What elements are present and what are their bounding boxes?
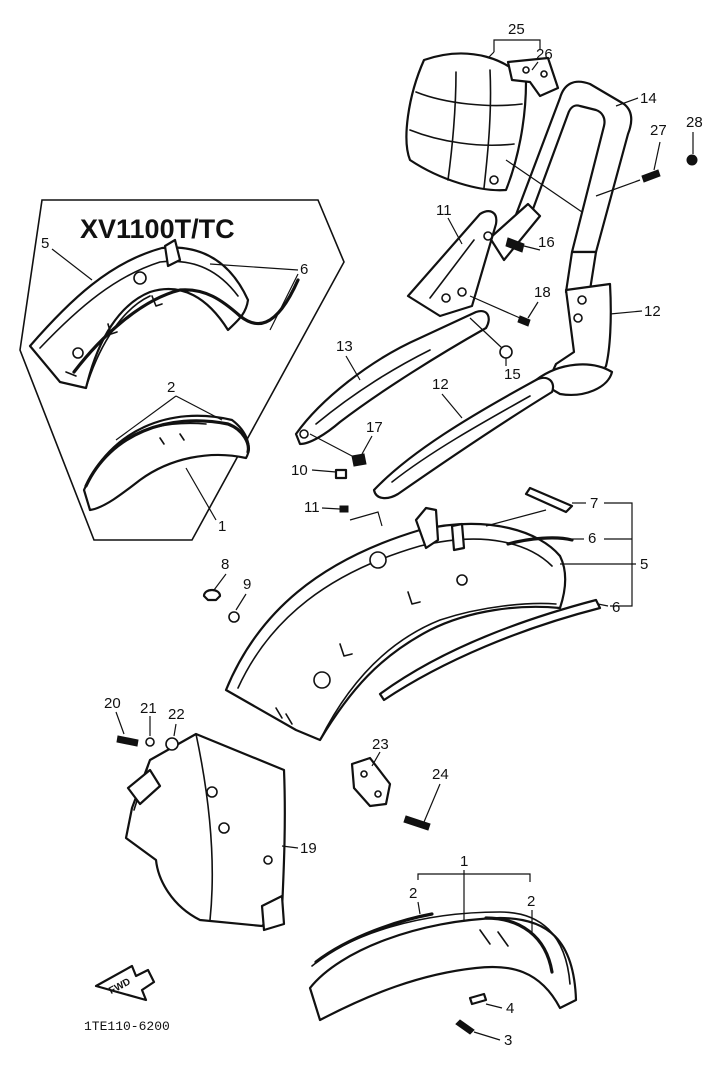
washer-23 [145,737,155,747]
callout-11: 11 [304,499,320,516]
hardware-bolts [334,154,698,480]
callout-14: 12 [432,376,449,393]
bolt-26 [403,815,431,831]
bracket-25 [350,756,392,808]
callout-9: 9 [243,576,251,593]
callout-7: 7 [590,495,598,512]
callout-19: 17 [366,419,383,436]
fender-stripe-upper [506,536,574,546]
inset-border [19,199,345,541]
callout-2-right: 2 [527,893,535,910]
callout-27: 25 [508,21,525,38]
fender-stripe-lower [378,598,602,702]
callout-6-lower: 6 [612,599,620,616]
callout-23: 21 [140,700,157,717]
callout-5: 5 [640,556,648,573]
callout-15: 13 [336,338,353,355]
inset-panel: XV1100T/TC 5 6 2 [19,199,345,541]
inset-callout-1: 1 [218,518,226,535]
fender-emblem [524,486,574,514]
nut-4 [468,992,488,1006]
callout-2-left: 2 [409,885,417,902]
callout-20: 18 [534,284,551,301]
screw-11 [339,505,349,513]
callout-16: 14 [640,90,657,107]
callout-13: 11 [436,202,452,219]
callout-28: 26 [536,46,553,63]
nut-9 [228,611,240,623]
sissy-bar-frame [488,80,633,294]
inset-flap [82,414,250,512]
inset-callout-2: 2 [167,379,175,396]
inset-fender [28,238,250,390]
backrest-bracket [506,56,560,98]
callout-29: 27 [650,122,667,139]
callout-6-upper: 6 [588,530,596,547]
inner-guard [124,732,286,932]
callouts: 25 26 14 27 28 11 16 18 12 13 15 [104,21,703,1049]
side-strut-14 [372,376,555,500]
backrest-pad [405,52,528,192]
inset-stripe [72,278,300,374]
forward-arrow-icon: FWD [94,964,156,1002]
callout-21: 19 [300,840,317,857]
callout-24: 22 [168,706,185,723]
drawing-code: 1TE110-6200 [84,1019,170,1034]
inset-callout-5: 5 [41,235,49,252]
callout-1: 1 [460,853,468,870]
callout-22: 20 [104,695,121,712]
nut-24 [165,737,179,751]
side-strut-15 [294,310,490,446]
callout-10: 10 [291,462,308,479]
callout-17: 15 [504,366,521,383]
side-bracket-13 [406,210,498,318]
callout-25: 23 [372,736,389,753]
callout-18: 16 [538,234,555,251]
bolt-8 [202,588,222,602]
screw-3 [455,1019,475,1035]
rear-fender [224,506,567,742]
mud-flap [308,911,578,1022]
callout-12: 12 [644,303,661,320]
callout-8: 8 [221,556,229,573]
inset-title: XV1100T/TC [80,214,235,244]
callout-4: 4 [506,1000,514,1017]
callout-30: 28 [686,114,703,131]
callout-3: 3 [504,1032,512,1049]
inset-callout-6: 6 [300,261,308,278]
callout-26: 24 [432,766,449,783]
bolt-22 [116,735,139,747]
